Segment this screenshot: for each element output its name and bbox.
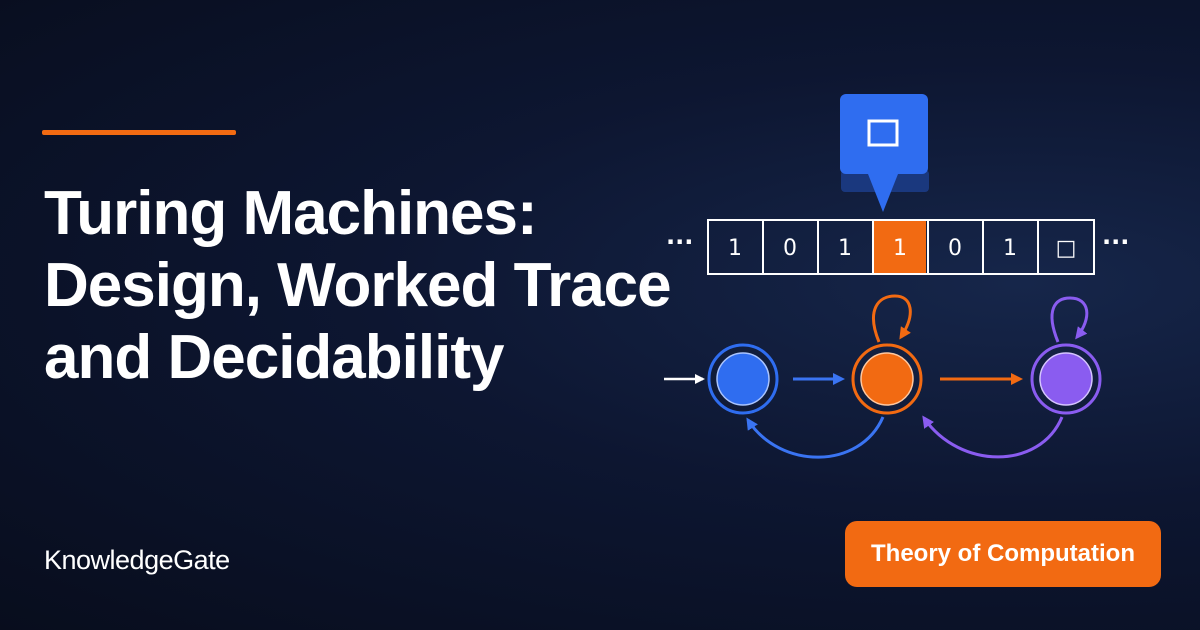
state-node-accept: [1030, 343, 1102, 415]
title-line-1: Turing Machines:: [44, 179, 538, 248]
tape-head-icon: [840, 94, 929, 212]
tape-cell-3: 1: [893, 236, 907, 261]
tape-cell-1: 0: [783, 236, 797, 261]
title-line-2: Design, Worked Trace: [44, 251, 672, 320]
transition-2-1: [746, 416, 885, 459]
tape-cell-highlight: [873, 221, 926, 273]
tape-border: [707, 219, 1095, 275]
self-loop-purple: [1050, 296, 1089, 343]
topic-badge: Theory of Computation: [845, 521, 1161, 587]
tape-cell-6: □: [1056, 236, 1077, 261]
tape-cell-0: 1: [728, 236, 742, 261]
tape-cell-2: 1: [838, 236, 852, 261]
page-title: Turing Machines: Design, Worked Trace an…: [44, 178, 684, 394]
accent-bar: [42, 130, 236, 135]
state-node-current: [851, 343, 923, 415]
title-line-3: and Decidability: [44, 323, 504, 392]
tape-cell-5: 1: [1003, 236, 1017, 261]
state-node-start: [707, 343, 779, 415]
transition-3-2: [922, 415, 1064, 459]
tape-right-ellipsis: ···: [1102, 228, 1129, 256]
brand-logo-text: KnowledgeGate: [44, 545, 230, 575]
self-loop-orange: [872, 294, 912, 343]
tape-left-ellipsis: ···: [666, 228, 693, 256]
tape-cell-4: 0: [948, 236, 962, 261]
tape: ··· 1 0 1 1 0 1 □ ···: [666, 219, 1129, 275]
blank-symbol-icon: [867, 119, 899, 147]
